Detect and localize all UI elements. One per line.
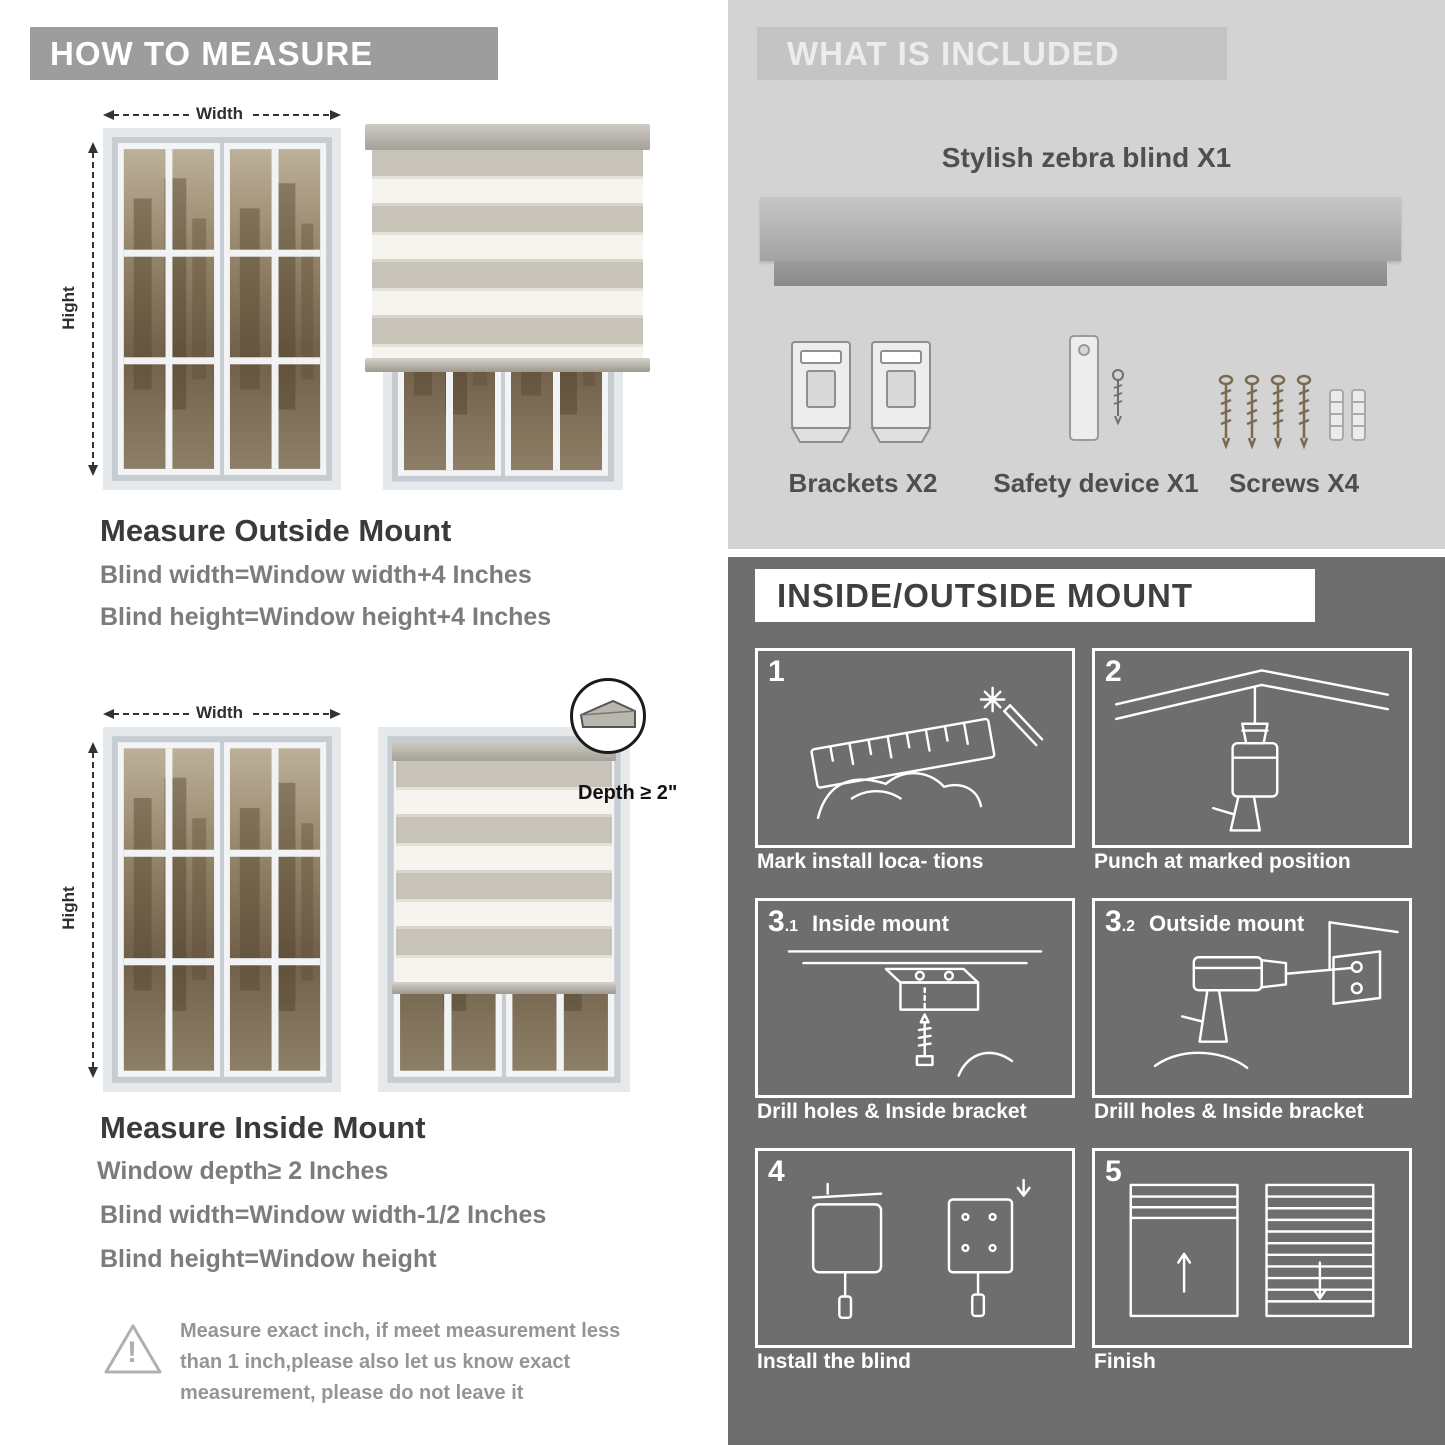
safety-device-label: Safety device X1	[993, 468, 1199, 498]
inside-outside-mount-header: INSIDE/OUTSIDE MOUNT	[755, 569, 1315, 622]
step-panel-3-1: 3.1 Inside mount	[755, 898, 1075, 1098]
width-label: Width	[190, 703, 250, 723]
step-number: 2	[1105, 655, 1122, 688]
step-panel-3-2: 3.2 Outside mount	[1092, 898, 1412, 1098]
zebra-blind-fabric	[396, 761, 612, 984]
brackets-label: Brackets X2	[788, 468, 938, 498]
window-illustration	[103, 128, 341, 490]
depth-label: Depth ≥ 2"	[578, 782, 678, 804]
height-arrow	[88, 742, 98, 1078]
finish-illustration	[1129, 1183, 1375, 1318]
step-number: 3.1	[768, 905, 799, 938]
inside-mount-line-3: Blind height=Window height	[100, 1245, 437, 1273]
cassette-corner-icon	[579, 699, 636, 728]
what-is-included-header: WHAT IS INCLUDED	[757, 27, 1227, 80]
screws-icon	[1218, 374, 1366, 450]
warning-exclamation: !	[127, 1336, 137, 1369]
step-title: Inside mount	[812, 911, 949, 936]
height-arrow	[88, 142, 98, 476]
blind-bottom-rail	[392, 982, 616, 994]
step-caption-3-2: Drill holes & Inside bracket	[1094, 1100, 1364, 1123]
height-label: Hight	[59, 873, 79, 943]
step-panel-4: 4	[755, 1148, 1075, 1348]
blind-bottom-rail	[365, 358, 650, 372]
how-to-measure-header: HOW TO MEASURE	[30, 27, 498, 80]
width-arrow	[103, 110, 341, 120]
warning-triangle-icon	[104, 1324, 162, 1374]
inside-mount-line-1: Window depth≥ 2 Inches	[97, 1157, 389, 1185]
width-label: Width	[190, 104, 250, 124]
step-title: Outside mount	[1149, 911, 1305, 936]
blind-headrail	[760, 197, 1401, 261]
step-caption-5: Finish	[1094, 1350, 1156, 1373]
outside-mount-title: Measure Outside Mount	[100, 513, 452, 548]
inside-bracket-illustration	[787, 950, 1043, 1077]
step-number: 3.2	[1105, 905, 1136, 938]
step-number: 4	[768, 1155, 785, 1188]
blind-headrail-lip	[774, 261, 1387, 286]
product-label: Stylish zebra blind X1	[941, 142, 1232, 173]
safety-device-icon	[1069, 335, 1124, 441]
step-caption-2: Punch at marked position	[1094, 850, 1351, 873]
outside-mount-line-2: Blind height=Window height+4 Inches	[100, 603, 552, 631]
measurement-note: Measure exact inch, if meet measurement …	[180, 1320, 621, 1404]
step-caption-4: Install the blind	[757, 1350, 912, 1373]
depth-zoom-circle	[570, 678, 646, 754]
screws-label: Screws X4	[1228, 468, 1360, 498]
install-blind-illustration	[811, 1178, 1031, 1320]
zebra-blind-fabric	[372, 150, 643, 362]
outside-mount-line-1: Blind width=Window width+4 Inches	[100, 561, 532, 589]
drill-illustration	[1114, 669, 1390, 832]
inside-mount-line-2: Blind width=Window width-1/2 Inches	[100, 1201, 547, 1229]
brackets-icon	[790, 341, 932, 443]
width-arrow	[103, 709, 341, 719]
step-caption-3-1: Drill holes & Inside bracket	[757, 1100, 1027, 1123]
mark-location-illustration	[810, 686, 1044, 820]
step-number: 1	[768, 655, 785, 688]
step-panel-5: 5	[1092, 1148, 1412, 1348]
step-number: 5	[1105, 1155, 1122, 1188]
height-label: Hight	[59, 273, 79, 343]
window-illustration	[103, 727, 341, 1092]
step-panel-1: 1	[755, 648, 1075, 848]
inside-mount-title: Measure Inside Mount	[100, 1110, 426, 1145]
outside-bracket-illustration	[1153, 921, 1399, 1070]
blind-cassette	[392, 741, 616, 761]
blind-cassette	[365, 124, 650, 150]
step-caption-1: Mark install loca- tions	[757, 850, 984, 873]
step-panel-2: 2	[1092, 648, 1412, 848]
